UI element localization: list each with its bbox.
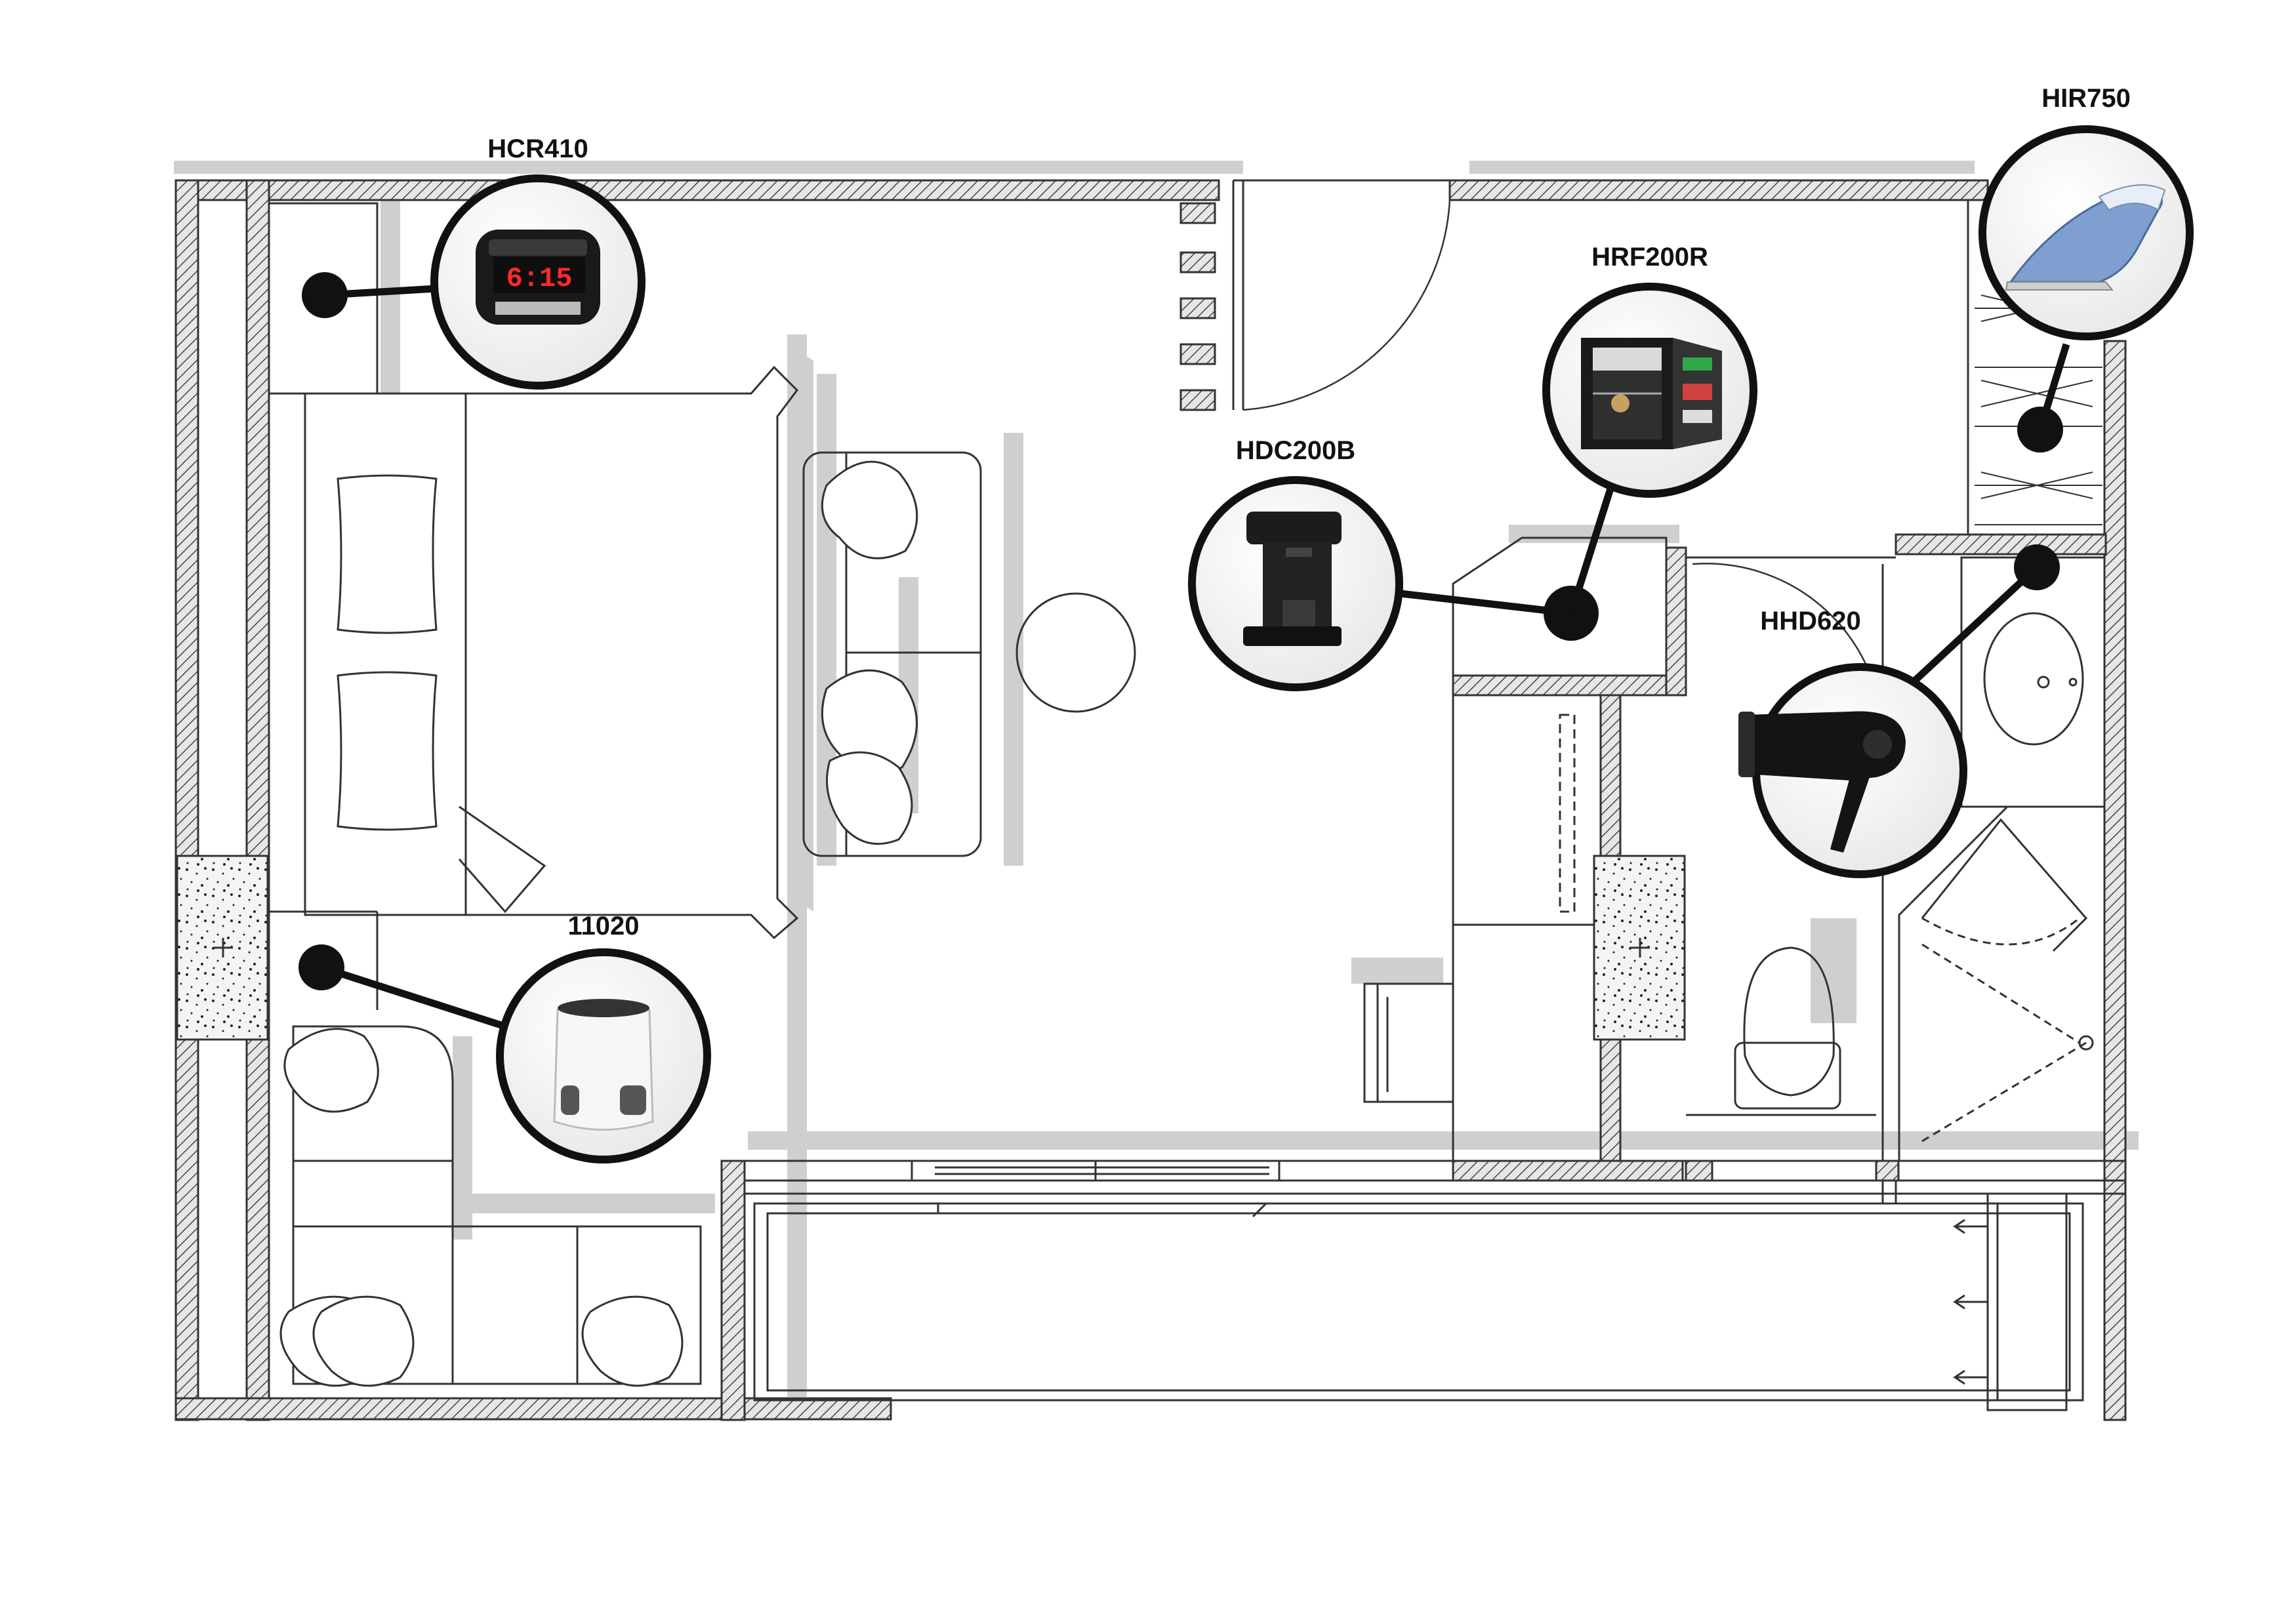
connectors <box>298 272 2070 1030</box>
callout-hdc200b[interactable]: HDC200B <box>1188 436 1403 691</box>
walls <box>174 179 2127 1421</box>
callout-hcr410[interactable]: 6:15 HCR410 <box>430 134 646 390</box>
pillows <box>279 460 918 1387</box>
alarm-clock-icon: 6:15 <box>476 230 600 325</box>
steam-iron-icon <box>2005 184 2166 291</box>
mini-fridge-icon <box>1581 338 1722 449</box>
door-blocks <box>1179 202 1216 411</box>
callout-hir750[interactable]: HIR750 <box>1978 84 2194 340</box>
label-hrf200r: HRF200R <box>1591 243 1708 272</box>
clock-display: 6:15 <box>506 263 573 294</box>
air-purifier-icon <box>553 999 654 1131</box>
coffee-maker-icon <box>1243 512 1342 646</box>
label-hdc200b: HDC200B <box>1236 436 1355 465</box>
hair-dryer-icon <box>1738 711 1906 853</box>
columns <box>176 855 1686 1041</box>
callout-hhd620[interactable]: HHD620 <box>1738 607 1967 878</box>
label-11020: 11020 <box>567 912 639 940</box>
callout-hrf200r[interactable]: HRF200R <box>1542 243 1757 498</box>
label-hhd620: HHD620 <box>1760 607 1860 636</box>
label-hcr410: HCR410 <box>487 134 588 163</box>
callout-11020[interactable]: 11020 <box>496 912 711 1163</box>
label-hir750: HIR750 <box>2041 84 2131 113</box>
